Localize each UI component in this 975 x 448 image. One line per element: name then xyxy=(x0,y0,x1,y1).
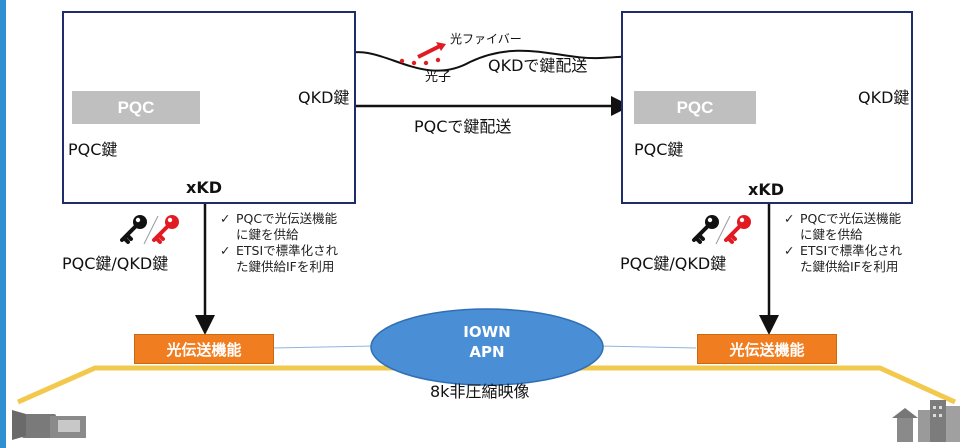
xkd-label-left: xKD xyxy=(186,178,222,197)
note-line: ETSIで標準化され xyxy=(236,243,339,258)
check-icon: ✓ xyxy=(784,243,795,258)
optical-transmission-right: 光伝送機能 xyxy=(697,334,837,364)
note-line: PQCで光伝送機能 xyxy=(800,211,902,226)
pqc-delivery-label: PQCで鍵配送 xyxy=(414,117,512,136)
pqc-key-label-left: PQC鍵 xyxy=(68,140,118,159)
left-edge-bar xyxy=(0,0,6,448)
check-icon: ✓ xyxy=(220,243,231,258)
note-line: に鍵を供給 xyxy=(800,227,863,242)
pqc-key-label-right: PQC鍵 xyxy=(634,140,684,159)
pqc-block-right: PQC xyxy=(634,91,756,124)
qkd-key-label-left: QKD鍵 xyxy=(298,88,350,107)
network-label: IOWN APN xyxy=(447,322,527,362)
fiber-label: 光ファイバー xyxy=(450,32,522,46)
check-icon: ✓ xyxy=(220,211,231,226)
network-line2: APN xyxy=(469,343,505,361)
iown-apn-cloud xyxy=(370,308,604,386)
key-pair-label-right: PQC鍵/QKD鍵 xyxy=(620,254,727,273)
qkd-key-label-right: QKD鍵 xyxy=(858,88,910,107)
pqc-block-left: PQC xyxy=(72,91,200,124)
note-line: た鍵供給IFを利用 xyxy=(236,259,335,274)
note-line: た鍵供給IFを利用 xyxy=(800,259,899,274)
qkd-delivery-label: QKDで鍵配送 xyxy=(488,56,588,75)
network-line1: IOWN xyxy=(463,323,511,341)
notes-left: ✓ PQCで光伝送機能 に鍵を供給 ✓ ETSIで標準化され た鍵供給IFを利用 xyxy=(220,211,338,275)
photon-label: 光子 xyxy=(425,70,452,85)
optical-transmission-left: 光伝送機能 xyxy=(134,334,274,364)
note-line: PQCで光伝送機能 xyxy=(236,211,338,226)
notes-right: ✓ PQCで光伝送機能 に鍵を供給 ✓ ETSIで標準化され た鍵供給IFを利用 xyxy=(784,211,902,275)
city-building-icon xyxy=(892,400,960,442)
key-pair-label-left: PQC鍵/QKD鍵 xyxy=(62,254,169,273)
check-icon: ✓ xyxy=(784,211,795,226)
video-label: 8k非圧縮映像 xyxy=(430,382,530,401)
key-pair-icon-left xyxy=(120,213,181,245)
note-line: に鍵を供給 xyxy=(236,227,299,242)
xkd-label-right: xKD xyxy=(748,180,784,199)
camera-icon xyxy=(12,410,86,440)
note-line: ETSIで標準化され xyxy=(800,243,903,258)
key-pair-icon-right xyxy=(692,213,753,245)
